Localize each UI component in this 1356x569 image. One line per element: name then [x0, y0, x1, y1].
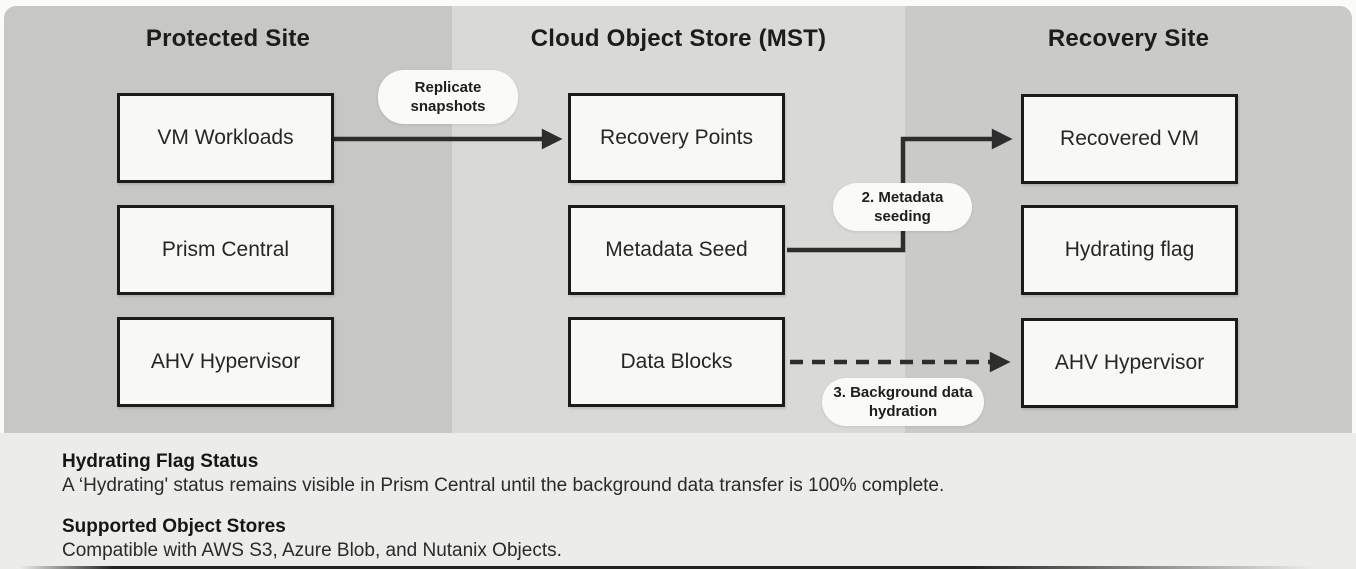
- box-hydrating-flag-label: Hydrating flag: [1064, 238, 1195, 261]
- pill-metadata-seeding: 2. Metadata seeding: [833, 183, 972, 231]
- box-data-blocks-label: Data Blocks: [620, 350, 733, 373]
- box-ahv-hypervisor-recovery-label: AHV Hypervisor: [1054, 351, 1205, 374]
- box-vm-workloads: VM Workloads: [117, 93, 334, 183]
- pill-metadata-seeding-label: 2. Metadata seeding: [861, 188, 944, 226]
- box-recovered-vm: Recovered VM: [1021, 94, 1238, 184]
- note-hydrating-flag-status-title: Hydrating Flag Status: [62, 451, 259, 472]
- box-ahv-hypervisor-protected-label: AHV Hypervisor: [150, 350, 301, 373]
- pill-background-hydration-label: 3. Background data hydration: [833, 383, 973, 421]
- box-recovery-points: Recovery Points: [568, 93, 785, 183]
- column-title-cloud-object-store: Cloud Object Store (MST): [530, 25, 827, 52]
- column-title-recovery-site: Recovery Site: [1047, 25, 1210, 52]
- box-metadata-seed: Metadata Seed: [568, 205, 785, 295]
- box-recovered-vm-label: Recovered VM: [1060, 127, 1199, 150]
- column-title-protected-site: Protected Site: [145, 25, 311, 52]
- box-vm-workloads-label: VM Workloads: [157, 126, 294, 149]
- pill-replicate-snapshots: Replicate snapshots: [378, 70, 518, 124]
- box-hydrating-flag: Hydrating flag: [1021, 205, 1238, 295]
- note-hydrating-flag-status: Hydrating Flag Status A ‘Hydrating' stat…: [62, 450, 1322, 498]
- notes-panel: [0, 433, 1356, 569]
- box-data-blocks: Data Blocks: [568, 317, 785, 407]
- box-recovery-points-label: Recovery Points: [600, 126, 753, 149]
- box-ahv-hypervisor-recovery: AHV Hypervisor: [1021, 318, 1238, 408]
- bottom-edge-shadow: [20, 566, 1340, 569]
- box-prism-central: Prism Central: [117, 205, 334, 295]
- note-supported-object-stores-title: Supported Object Stores: [62, 516, 286, 537]
- note-hydrating-flag-status-body: A ‘Hydrating' status remains visible in …: [62, 475, 945, 496]
- box-metadata-seed-label: Metadata Seed: [605, 238, 748, 261]
- pill-replicate-snapshots-label: Replicate snapshots: [410, 78, 486, 116]
- box-prism-central-label: Prism Central: [161, 238, 290, 261]
- note-supported-object-stores-body: Compatible with AWS S3, Azure Blob, and …: [62, 540, 562, 561]
- note-supported-object-stores: Supported Object Stores Compatible with …: [62, 515, 1322, 563]
- pill-background-hydration: 3. Background data hydration: [822, 378, 984, 426]
- box-ahv-hypervisor-protected: AHV Hypervisor: [117, 317, 334, 407]
